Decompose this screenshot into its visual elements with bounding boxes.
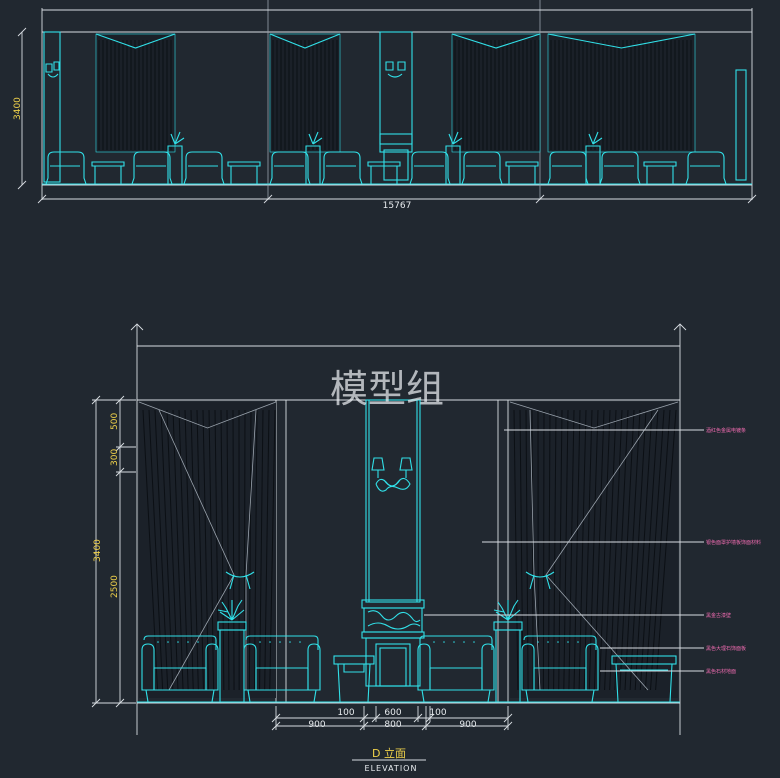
top-sconce-center-icon <box>385 61 406 78</box>
vdim-500: 500 <box>110 413 120 430</box>
vdim-3400: 3400 <box>93 539 103 562</box>
hdim-lower-1: 800 <box>384 720 401 730</box>
top-chair-5 <box>409 151 451 185</box>
top-chair-9 <box>685 151 727 185</box>
top-width-dim: 15767 <box>383 201 412 211</box>
vdim-2500: 2500 <box>110 575 120 598</box>
callout-3: 黑色大理石饰面板 <box>706 645 746 652</box>
callout-2: 黑金古漆壁 <box>706 612 731 619</box>
hdim-upper-0: 100 <box>337 708 354 718</box>
top-curtain-3 <box>547 33 696 153</box>
callouts: 酒红色金属电镀条 银色面罩护墙板饰面材料 黑金古漆壁 黑色大理石饰面板 黑色石材… <box>424 427 761 675</box>
bottom-elevation: 500 300 3400 2500 100 600 100 900 800 90… <box>91 323 761 773</box>
top-chair-1 <box>131 151 173 185</box>
callout-1: 银色面罩护墙板饰面材料 <box>706 539 761 546</box>
hdim-upper-1: 600 <box>384 708 401 718</box>
armchairs <box>141 635 599 703</box>
top-table-4 <box>643 161 677 184</box>
top-chair-2 <box>183 151 225 185</box>
wall-sconce-icon <box>371 457 413 492</box>
callout-4: 黑色石材地面 <box>706 668 736 675</box>
top-chair-4 <box>321 151 363 185</box>
hdim-lower-2: 900 <box>459 720 476 730</box>
curtain-right <box>509 401 679 698</box>
top-sconce-left-icon <box>45 61 60 78</box>
top-height-dim: 3400 <box>13 97 23 120</box>
bottom-curtains <box>138 401 679 698</box>
side-table <box>333 655 375 703</box>
watermark: 模型组 <box>330 367 444 411</box>
callout-0: 酒红色金属电镀条 <box>706 427 746 434</box>
end-table-right <box>611 655 677 703</box>
armchair-1 <box>141 635 219 703</box>
armchair-3 <box>417 635 495 703</box>
fireplace <box>361 599 425 687</box>
drawing-title: D 立面 <box>372 746 406 760</box>
top-chair-6 <box>461 151 503 185</box>
curtain-left <box>138 401 277 698</box>
top-curtain-panels <box>95 33 696 153</box>
hdim-upper-2: 100 <box>429 708 446 718</box>
top-chair-7 <box>547 151 589 185</box>
top-table-0 <box>91 161 125 184</box>
top-table-1 <box>227 161 261 184</box>
top-elevation: 3400 15767 <box>13 0 757 211</box>
top-table-2 <box>367 161 401 184</box>
top-chair-8 <box>599 151 641 185</box>
top-chair-3 <box>269 151 311 185</box>
top-table-3 <box>505 161 539 184</box>
top-chair-0 <box>45 151 87 185</box>
armchair-2 <box>243 635 321 703</box>
armchair-4 <box>521 635 599 703</box>
drawing-subtitle: ELEVATION <box>365 764 418 773</box>
hdim-lower-0: 900 <box>308 720 325 730</box>
vdim-300: 300 <box>110 449 120 466</box>
